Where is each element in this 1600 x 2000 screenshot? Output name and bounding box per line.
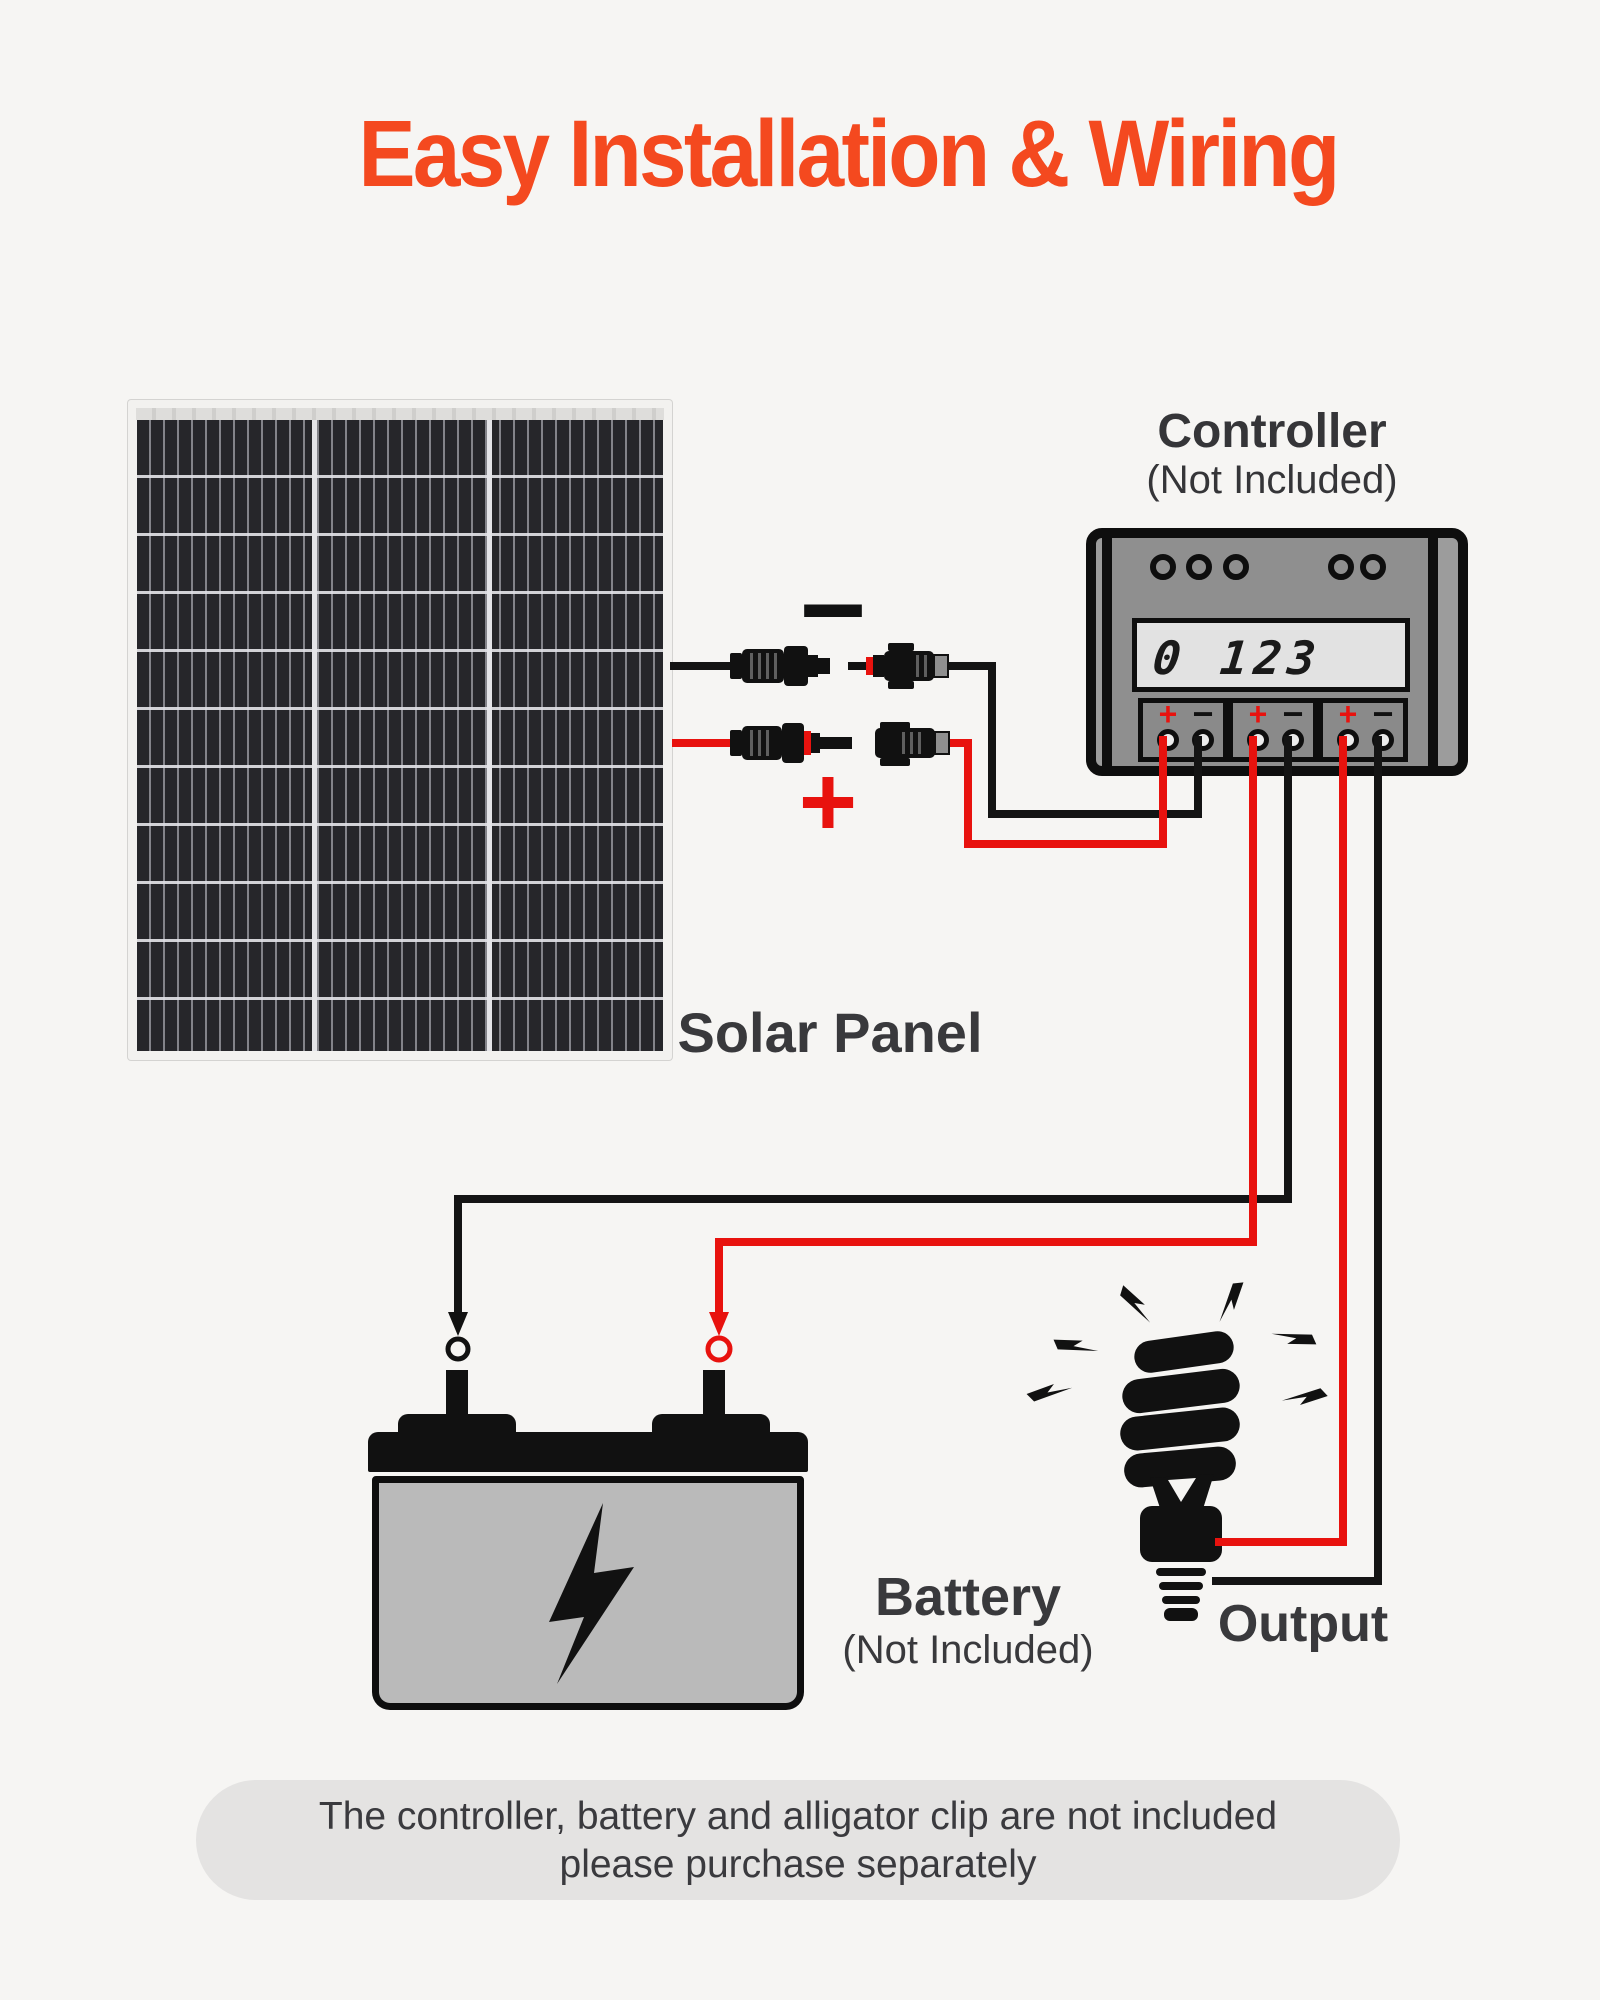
cfl-bulb-icon: [1120, 1331, 1240, 1621]
controller-led-icon: [1150, 554, 1176, 580]
battery-positive-wire: [715, 736, 1257, 1320]
battery-label: Battery: [874, 1567, 1062, 1627]
footer-note-line1: The controller, battery and alligator cl…: [318, 1795, 1278, 1838]
terminal-plus-label: +: [1248, 696, 1268, 732]
terminal-plus-label: +: [1338, 696, 1358, 732]
alligator-clip-positive-icon: [705, 1312, 733, 1363]
terminal-minus-label: −: [1282, 693, 1304, 734]
solar-panel-label: Solar Panel: [677, 1001, 983, 1064]
mc4-connector-negative-female: [730, 646, 830, 686]
controller-led-icon: [1223, 554, 1249, 580]
load-negative-wire: [1212, 736, 1382, 1585]
controller-faceplate: 0 123 + − + − + −: [1102, 538, 1438, 766]
page-title: Easy Installation & Wiring: [358, 101, 1341, 207]
controller-label: Controller: [1157, 405, 1387, 458]
mc4-connector-negative-male: [848, 643, 949, 689]
battery-lid: [368, 1432, 808, 1472]
charge-controller: 0 123 + − + − + −: [1086, 528, 1468, 776]
footer-note-line2: please purchase separately: [559, 1843, 1037, 1886]
mc4-connector-positive-male: [875, 722, 950, 766]
terminal-block-load: + −: [1318, 693, 1408, 762]
controller-led-icon: [1186, 554, 1212, 580]
terminal-minus-label: −: [1192, 693, 1214, 734]
controller-led-icon: [1328, 554, 1354, 580]
battery-negative-wire: [454, 736, 1292, 1320]
footer-note: The controller, battery and alligator cl…: [196, 1780, 1400, 1900]
output-label: Output: [1217, 1595, 1389, 1653]
negative-polarity-symbol: −: [799, 546, 867, 674]
controller-lcd-display: 0 123: [1132, 618, 1410, 692]
controller-sublabel: (Not Included): [1146, 458, 1398, 502]
load-positive-wire: [1215, 736, 1347, 1546]
solar-panel-busbar: [311, 420, 317, 1051]
alligator-clip-negative-icon: [445, 1312, 471, 1362]
solar-panel-frame-strip: [136, 408, 664, 420]
lightning-bolt-icon: [549, 1503, 634, 1684]
mc4-connector-positive-female: [730, 723, 852, 763]
terminal-plus-label: +: [1158, 696, 1178, 732]
controller-led-icon: [1360, 554, 1386, 580]
solar-panel-busbar: [486, 420, 492, 1051]
solar-panel-image: [128, 400, 672, 1060]
terminal-minus-label: −: [1372, 693, 1394, 734]
battery-sublabel: (Not Included): [842, 1628, 1094, 1672]
positive-polarity-symbol: +: [798, 746, 858, 858]
solar-panel-cells: [137, 420, 663, 1051]
